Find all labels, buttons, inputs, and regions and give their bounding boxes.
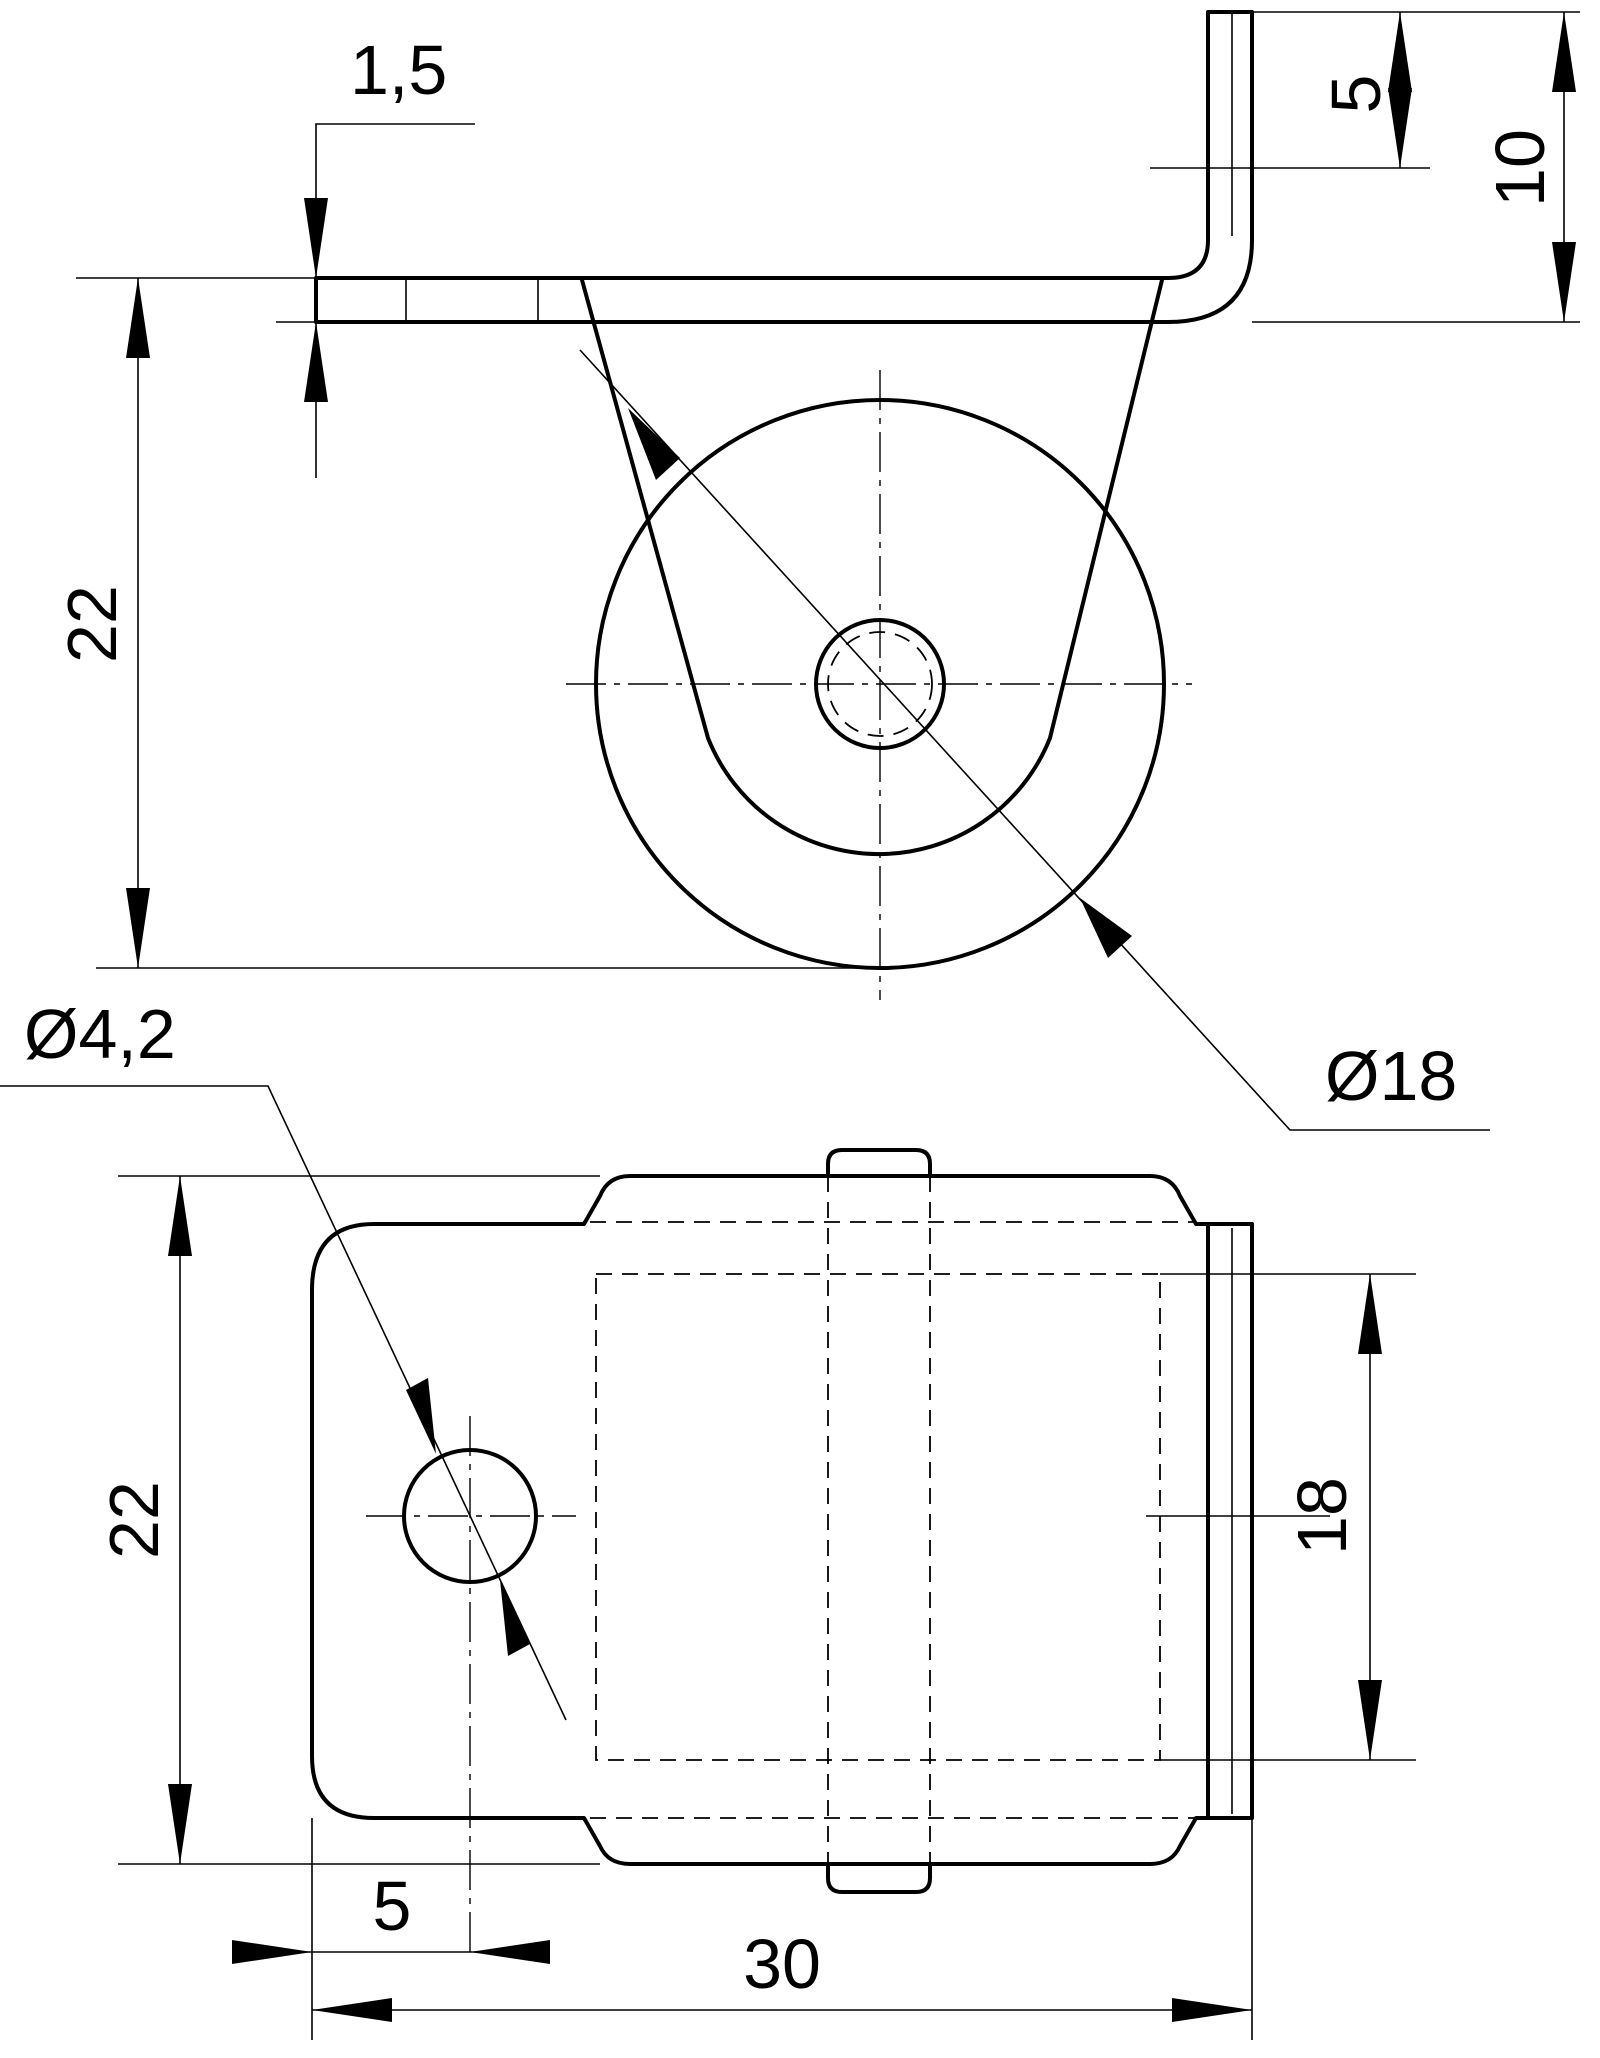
dimension-side-height: 22 — [53, 278, 880, 969]
dimension-hole-diameter: Ø4,2 — [0, 995, 567, 1721]
base-plate-outline — [314, 10, 1254, 324]
dim-label-lug-height: 10 — [1481, 129, 1559, 207]
side-view: 1,5 5 10 22 Ø18 — [53, 10, 1580, 1131]
dim-label-lug-bend: 5 — [1317, 75, 1395, 114]
dim-label-sheet-thickness: 1,5 — [350, 31, 447, 109]
dimension-wheel-diameter: Ø18 — [579, 349, 1490, 1131]
top-lug-outline — [1206, 1222, 1254, 1820]
dimension-sheet-thickness: 1,5 — [76, 31, 475, 478]
dimension-lug: 5 10 — [1150, 11, 1580, 323]
axle-cap-bottom — [826, 1862, 932, 1894]
dimension-hole-offset: 5 — [232, 1818, 550, 2040]
dim-label-wheel-width: 18 — [1283, 1477, 1361, 1555]
dimension-plate-width: 22 — [95, 1175, 600, 1865]
dim-label-hole-offset: 5 — [373, 1867, 412, 1945]
dim-label-overall-length: 30 — [743, 1925, 821, 2003]
top-plate-outline — [310, 1174, 1210, 1866]
dim-label-wheel-diameter: Ø18 — [1325, 1037, 1457, 1115]
dimension-overall-length: 30 — [312, 1818, 1253, 2040]
dim-label-plate-width: 22 — [95, 1481, 173, 1559]
dim-label-hole-diameter: Ø4,2 — [24, 995, 176, 1073]
fork-outline — [580, 278, 1164, 856]
dim-label-side-height: 22 — [53, 585, 131, 663]
axle-cap-top — [826, 1148, 932, 1178]
wheel-hidden-outline — [595, 1273, 1161, 1761]
top-view: Ø4,2 22 18 5 — [0, 995, 1416, 2040]
dimension-wheel-width: 18 — [1146, 1273, 1416, 1761]
